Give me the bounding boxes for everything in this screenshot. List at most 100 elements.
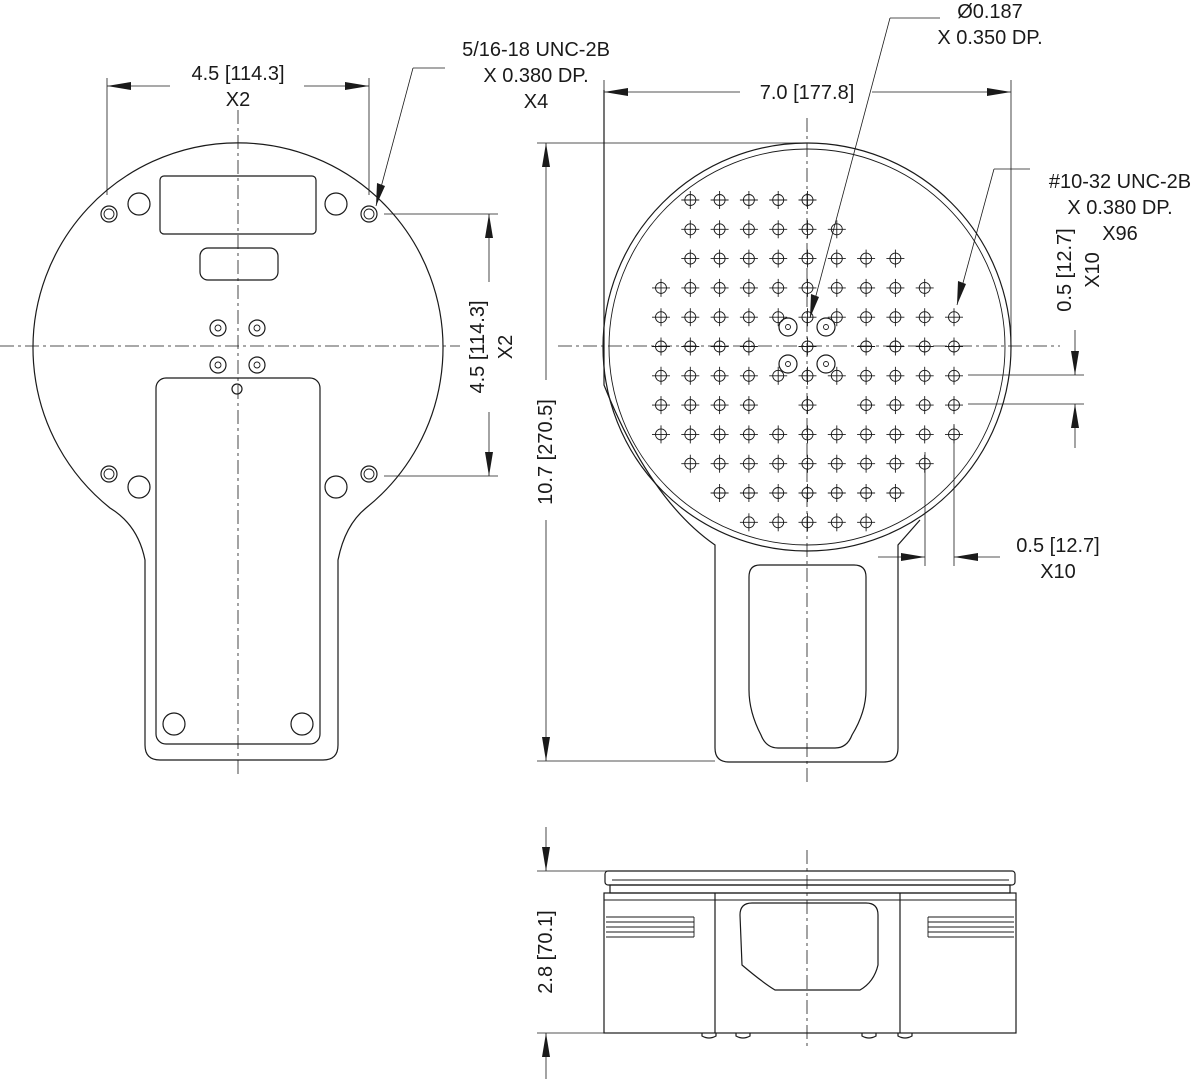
top-view: 7.0 [177.8] 10.7 [270.5] Ø0.187 X 0.350 … xyxy=(535,1,1191,785)
grid-hole xyxy=(857,337,876,356)
top-view-dowel-pin xyxy=(816,317,836,337)
grid-hole xyxy=(710,337,729,356)
grid-hole xyxy=(798,396,817,415)
grid-hole xyxy=(652,308,670,327)
grid-hole xyxy=(710,484,729,502)
grid-hole xyxy=(769,484,788,502)
grid-hole xyxy=(857,278,876,297)
grid-hole xyxy=(798,308,817,327)
grid-hole xyxy=(827,249,846,268)
grid-hole xyxy=(652,366,670,385)
left-view-small-hole xyxy=(209,319,227,337)
left-view-thread-note-line1: 5/16-18 UNC-2B xyxy=(462,39,610,61)
grid-hole xyxy=(886,249,905,268)
grid-hole xyxy=(857,249,876,268)
grid-hole xyxy=(798,220,817,239)
left-view-outline xyxy=(32,142,444,761)
top-view-handle-pocket xyxy=(748,564,867,749)
grid-hole xyxy=(710,396,729,415)
top-view-hole-grid xyxy=(652,191,963,532)
top-view-hole-note-line2: X 0.380 DP. xyxy=(1067,197,1172,219)
grid-hole xyxy=(827,454,846,473)
side-view: 2.8 [70.1] xyxy=(535,827,1017,1079)
grid-hole xyxy=(681,425,700,444)
grid-hole xyxy=(886,337,905,356)
top-view-pitch-y-qty: X10 xyxy=(1082,252,1104,288)
left-view-small-hole xyxy=(248,356,266,374)
left-view-counterbore xyxy=(324,475,348,499)
left-view-thread-note-qty: X4 xyxy=(524,91,548,113)
grid-hole xyxy=(681,308,700,327)
grid-hole xyxy=(769,454,788,473)
side-view-height-label: 2.8 [70.1] xyxy=(535,910,557,993)
top-view-pin-note-line1: Ø0.187 xyxy=(957,1,1023,23)
side-view-height-dimension xyxy=(537,827,612,1079)
grid-hole xyxy=(857,396,876,415)
top-view-pitch-y-dimension xyxy=(968,330,1084,448)
left-view-height-label: 4.5 [114.3] xyxy=(467,300,489,393)
grid-hole xyxy=(681,220,700,239)
grid-hole xyxy=(739,191,758,209)
left-view-upper-pocket xyxy=(159,175,317,235)
grid-hole xyxy=(886,366,905,385)
grid-hole xyxy=(739,396,758,415)
grid-hole xyxy=(827,484,846,502)
grid-hole xyxy=(710,220,729,239)
top-view-body-outline xyxy=(603,90,921,763)
grid-hole xyxy=(827,366,846,385)
left-view-small-hole xyxy=(248,319,266,337)
top-view-dowel-pin xyxy=(816,354,836,374)
top-view-pitch-x-qty: X10 xyxy=(1040,561,1076,583)
grid-hole xyxy=(798,337,817,356)
top-view-pitch-y-label: 0.5 [12.7] xyxy=(1054,228,1076,311)
left-view-threaded-hole xyxy=(100,205,118,223)
left-view-counterbore xyxy=(162,712,186,736)
grid-hole xyxy=(915,337,934,356)
left-view-height-qty: X2 xyxy=(495,335,517,359)
grid-hole xyxy=(886,454,905,473)
left-view-width-qty: X2 xyxy=(226,89,250,111)
grid-hole xyxy=(945,366,963,385)
side-view-top-plate xyxy=(604,870,1016,886)
grid-hole xyxy=(652,337,670,356)
grid-hole xyxy=(681,396,700,415)
grid-hole xyxy=(886,308,905,327)
grid-hole xyxy=(739,278,758,297)
grid-hole xyxy=(769,513,788,532)
grid-hole xyxy=(945,308,963,327)
grid-hole xyxy=(915,425,934,444)
grid-hole xyxy=(710,278,729,297)
grid-hole xyxy=(945,337,963,356)
grid-hole xyxy=(857,366,876,385)
left-view-slot xyxy=(199,247,279,281)
grid-hole xyxy=(886,396,905,415)
grid-hole xyxy=(710,425,729,444)
grid-hole xyxy=(681,278,700,297)
top-view-pin-note-line2: X 0.350 DP. xyxy=(937,27,1042,49)
grid-hole xyxy=(739,425,758,444)
side-view-feet xyxy=(701,1033,913,1039)
grid-hole xyxy=(886,278,905,297)
grid-hole xyxy=(857,425,876,444)
grid-hole xyxy=(798,425,817,444)
side-view-body xyxy=(603,892,1017,1034)
grid-hole xyxy=(769,366,788,385)
grid-hole xyxy=(857,308,876,327)
grid-hole xyxy=(886,425,905,444)
top-view-hole-leader xyxy=(956,168,1030,306)
grid-hole xyxy=(681,366,700,385)
side-view-collar xyxy=(609,884,1011,894)
top-view-dowel-pin xyxy=(778,317,798,337)
grid-hole xyxy=(681,454,700,473)
grid-hole xyxy=(886,484,905,502)
grid-hole xyxy=(798,366,817,385)
grid-hole xyxy=(857,454,876,473)
grid-hole xyxy=(681,337,700,356)
grid-hole xyxy=(827,220,846,239)
left-view-counterbore xyxy=(290,712,314,736)
grid-hole xyxy=(915,396,934,415)
left-view-threaded-hole xyxy=(100,465,118,483)
grid-hole xyxy=(798,513,817,532)
grid-hole xyxy=(798,191,817,209)
